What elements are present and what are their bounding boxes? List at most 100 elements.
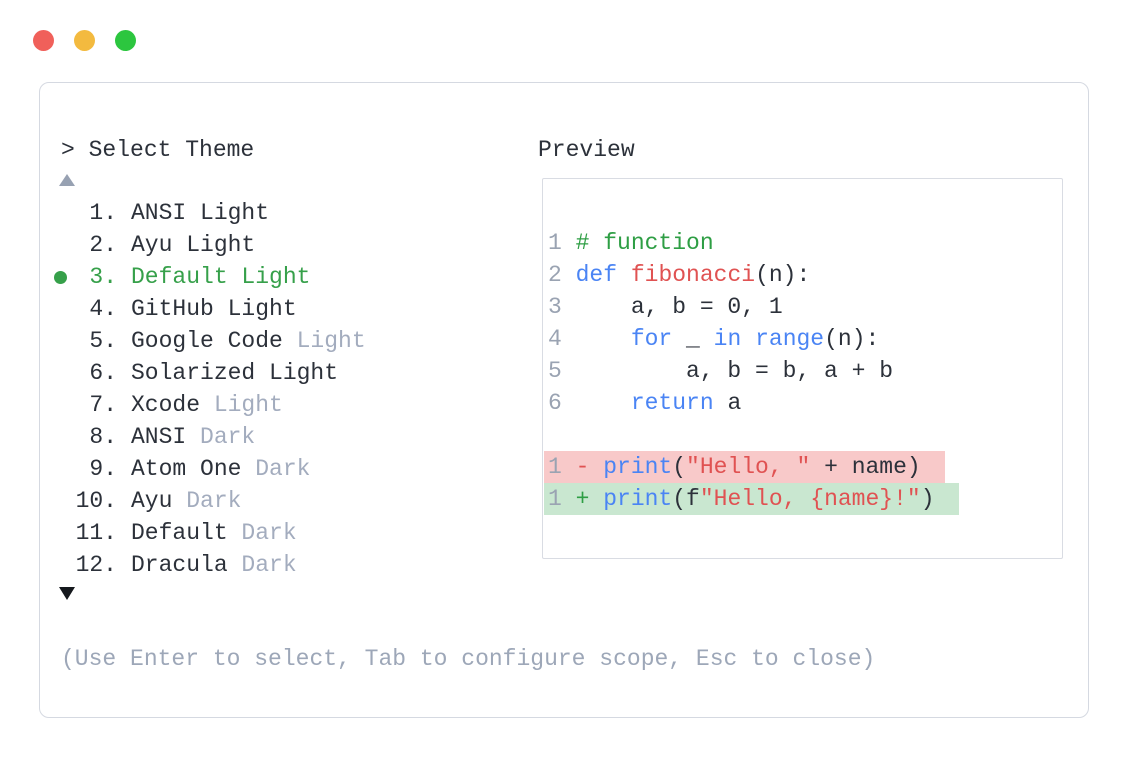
diff-highlight-background: 1 + print(f"Hello, {name}!") — [544, 483, 959, 515]
item-marker-placeholder — [54, 549, 75, 581]
token-linenum: 4 — [548, 326, 576, 352]
token-plain: a, b = b, a + b — [575, 358, 894, 384]
theme-item-variant-suffix: Dark — [227, 520, 297, 546]
item-marker-placeholder — [54, 485, 75, 517]
theme-list-item[interactable]: 10. Ayu Dark — [40, 485, 540, 517]
theme-item-name: Dracula — [131, 552, 228, 578]
theme-item-name: Xcode — [131, 392, 201, 418]
item-marker-placeholder — [54, 421, 75, 453]
token-plain: a — [713, 390, 742, 416]
token-minus: - — [575, 454, 604, 480]
theme-item-name: Google Code — [131, 328, 283, 354]
theme-item-name: ANSI Light — [131, 200, 270, 226]
token-keyword: print — [603, 454, 673, 480]
diff-added-line: 1 + print(f"Hello, {name}!") — [544, 483, 1062, 515]
theme-item-name: Ayu Light — [131, 232, 256, 258]
token-plain — [576, 326, 631, 352]
code-line: 1 # function — [548, 227, 1062, 259]
token-linenum: 3 — [548, 294, 576, 320]
theme-item-variant-suffix: Dark — [186, 424, 256, 450]
help-text: (Use Enter to select, Tab to configure s… — [61, 646, 876, 672]
token-plain — [741, 326, 755, 352]
theme-item-name: Default Light — [131, 264, 311, 290]
code-line: 3 a, b = 0, 1 — [548, 291, 1062, 323]
item-marker-placeholder — [54, 197, 75, 229]
token-keyword: def — [575, 262, 618, 288]
theme-item-name: ANSI — [131, 424, 187, 450]
item-marker-placeholder — [54, 517, 75, 549]
theme-item-label: Solarized Light — [131, 357, 338, 389]
item-marker-placeholder — [54, 357, 75, 389]
app-window: > Select Theme Preview 1. ANSI Light 2. Ayu… — [39, 82, 1089, 718]
token-plus: + — [575, 486, 604, 512]
theme-item-name: Ayu — [131, 488, 173, 514]
theme-item-label: Dracula Dark — [131, 549, 297, 581]
token-linenum: 6 — [548, 390, 576, 416]
token-linenum: 1 — [548, 230, 576, 256]
theme-list-item[interactable]: 7.Xcode Light — [40, 389, 540, 421]
theme-item-number: 6. — [89, 360, 117, 386]
item-marker-placeholder — [54, 453, 75, 485]
item-marker-placeholder — [54, 229, 75, 261]
token-plain: + name) — [810, 454, 921, 480]
token-keyword: in — [713, 326, 742, 352]
theme-item-label: ANSI Light — [131, 197, 269, 229]
zoom-button[interactable] — [115, 30, 136, 51]
theme-list-item[interactable]: 3. Default Light — [40, 261, 540, 293]
token-plain: _ — [672, 326, 714, 352]
theme-list-item[interactable]: 6. Solarized Light — [40, 357, 540, 389]
theme-item-number: 10. — [75, 488, 117, 514]
theme-item-number: 3. — [89, 264, 117, 290]
item-marker-placeholder — [54, 293, 75, 325]
code-line: 5 a, b = b, a + b — [548, 355, 1062, 387]
minimize-button[interactable] — [74, 30, 95, 51]
theme-list-item[interactable]: 8. ANSI Dark — [40, 421, 540, 453]
theme-item-number: 11. — [75, 520, 117, 546]
code-line: 2 def fibonacci(n): — [548, 259, 1062, 291]
item-marker-placeholder — [54, 325, 75, 357]
theme-item-label: Default Dark — [131, 517, 297, 549]
token-plain: ) — [920, 486, 935, 512]
item-marker-placeholder — [54, 389, 75, 421]
theme-list-item[interactable]: 11. Default Dark — [40, 517, 540, 549]
token-plain — [576, 390, 631, 416]
theme-item-variant-suffix: Dark — [172, 488, 242, 514]
theme-item-number: 5. — [89, 328, 117, 354]
theme-item-number: 2. — [89, 232, 117, 258]
theme-list-item[interactable]: 4.GitHub Light — [40, 293, 540, 325]
theme-item-label: Google Code Light — [131, 325, 366, 357]
theme-list-item[interactable]: 2. Ayu Light — [40, 229, 540, 261]
select-theme-prompt: > Select Theme — [61, 137, 255, 163]
diff-removed-line: 1 - print("Hello, " + name) — [544, 451, 1062, 483]
token-function: fibonacci — [630, 262, 756, 288]
theme-item-label: Ayu Dark — [131, 485, 241, 517]
theme-item-number: 1. — [89, 200, 117, 226]
token-comment: # function — [575, 230, 714, 256]
theme-item-number: 12. — [75, 552, 117, 578]
token-plain — [617, 262, 631, 288]
token-plain: a, b = 0, 1 — [575, 294, 783, 320]
preview-heading: Preview — [538, 137, 635, 163]
theme-list-item[interactable]: 12. Dracula Dark — [40, 549, 540, 581]
theme-list-item[interactable]: 9.Atom One Dark — [40, 453, 540, 485]
token-linenum: 1 — [548, 486, 576, 512]
theme-list-item[interactable]: 1. ANSI Light — [40, 197, 540, 229]
token-keyword: print — [603, 486, 673, 512]
theme-item-label: Ayu Light — [131, 229, 255, 261]
theme-list-item[interactable]: 5. Google Code Light — [40, 325, 540, 357]
token-linenum: 1 — [548, 454, 576, 480]
theme-item-name: GitHub Light — [131, 296, 297, 322]
theme-item-label: ANSI Dark — [131, 421, 255, 453]
theme-item-name: Atom One — [131, 456, 242, 482]
theme-item-number: 7. — [89, 392, 117, 418]
scroll-down-icon[interactable] — [59, 587, 75, 600]
token-plain: ( — [672, 454, 687, 480]
theme-list: 1. ANSI Light 2. Ayu Light 3. Default Light 4.… — [40, 197, 540, 581]
scroll-up-icon[interactable] — [59, 174, 75, 186]
diff-highlight-background: 1 - print("Hello, " + name) — [544, 451, 945, 483]
theme-item-number: 8. — [89, 424, 117, 450]
code-line: 6 return a — [548, 387, 1062, 419]
close-button[interactable] — [33, 30, 54, 51]
